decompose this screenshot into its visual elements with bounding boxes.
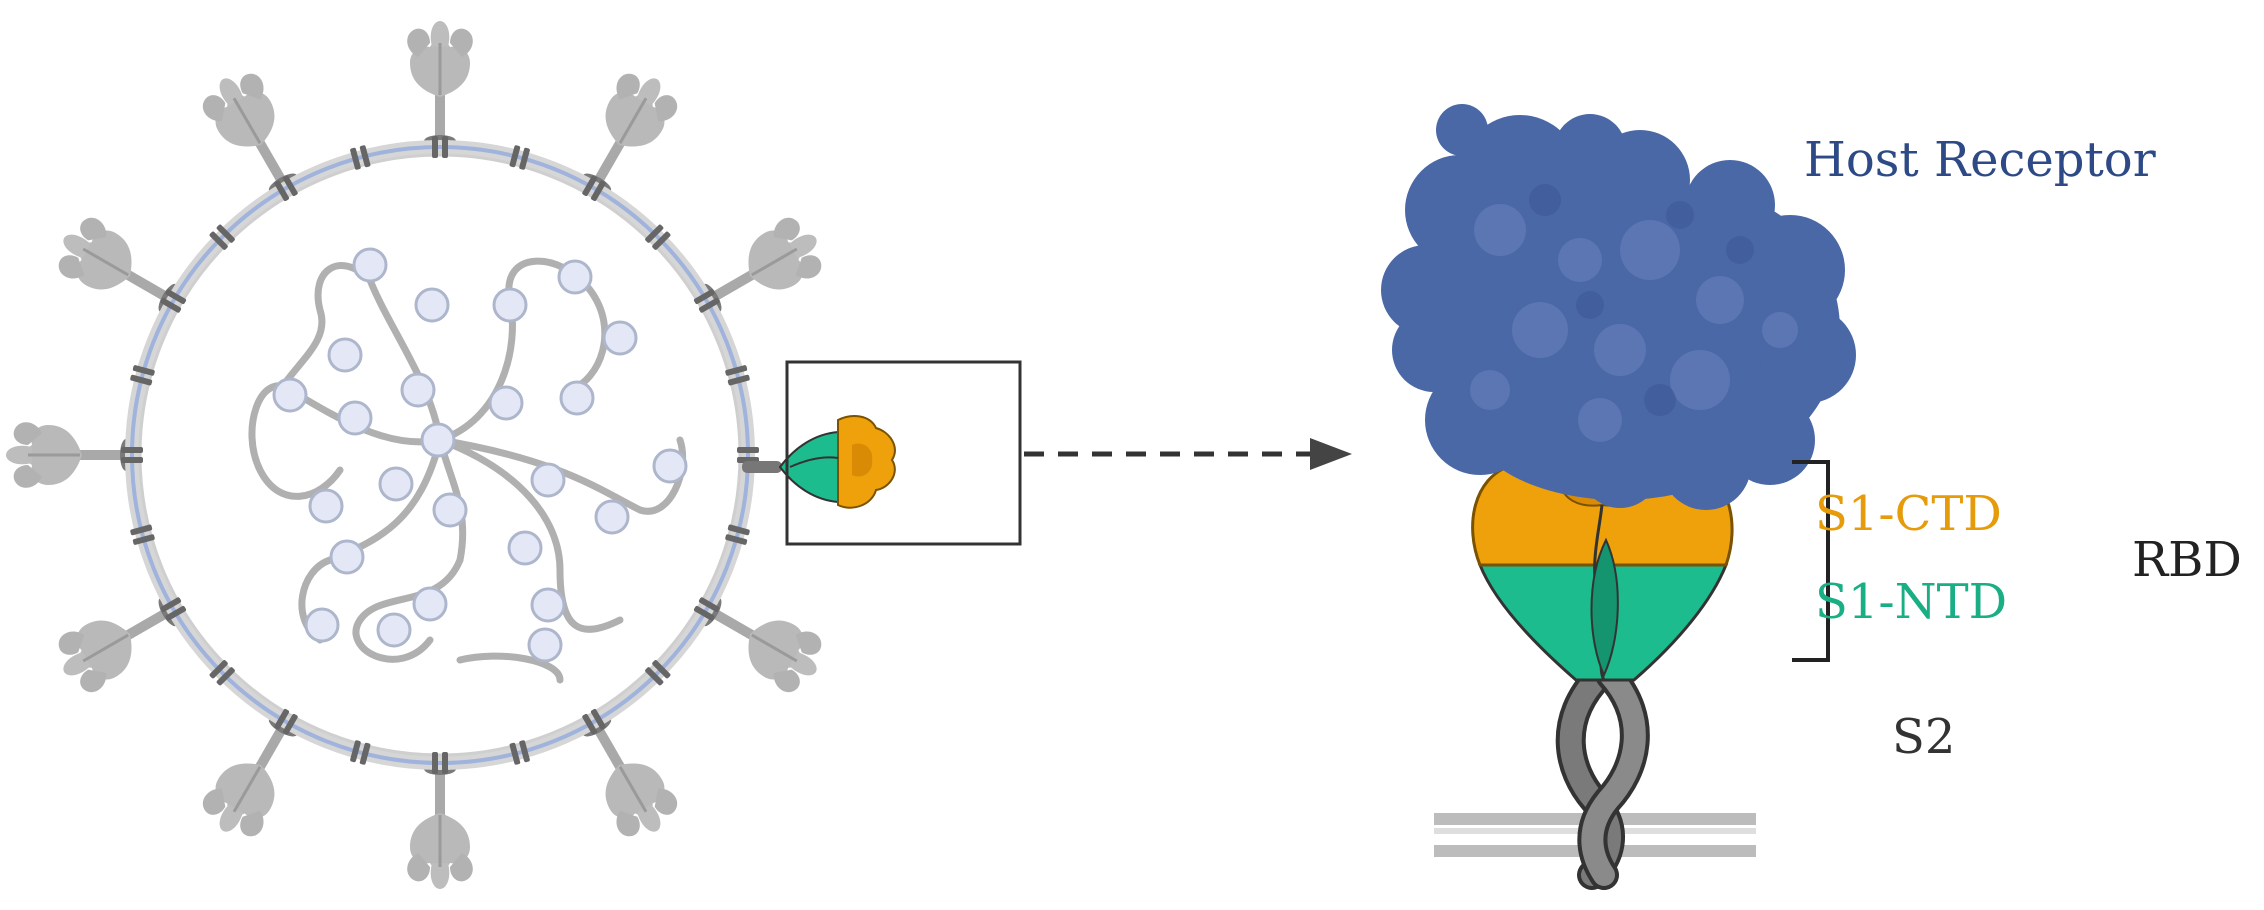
host-receptor-label: Host Receptor bbox=[1804, 132, 2156, 188]
highlighted-spike-icon bbox=[742, 415, 896, 509]
dashed-arrow-icon bbox=[1024, 438, 1352, 470]
virion-spike-icon bbox=[4, 420, 134, 490]
rna-nucleocapsid-beads bbox=[272, 247, 688, 663]
s1-ctd-label: S1-CTD bbox=[1815, 486, 2002, 542]
virion-spike-icon bbox=[405, 761, 475, 891]
s2-label: S2 bbox=[1892, 709, 1955, 765]
host-receptor-blob-icon bbox=[1381, 104, 1856, 510]
zoom-box-icon bbox=[785, 360, 1022, 546]
s1-ntd-label: S1-NTD bbox=[1815, 574, 2007, 630]
rbd-bracket-icon bbox=[1792, 460, 1830, 662]
coronavirus-virion-icon bbox=[4, 19, 896, 891]
rbd-label: RBD bbox=[2132, 532, 2242, 588]
s2-stalk-icon bbox=[1555, 660, 1650, 890]
virion-spike-icon bbox=[405, 19, 475, 149]
